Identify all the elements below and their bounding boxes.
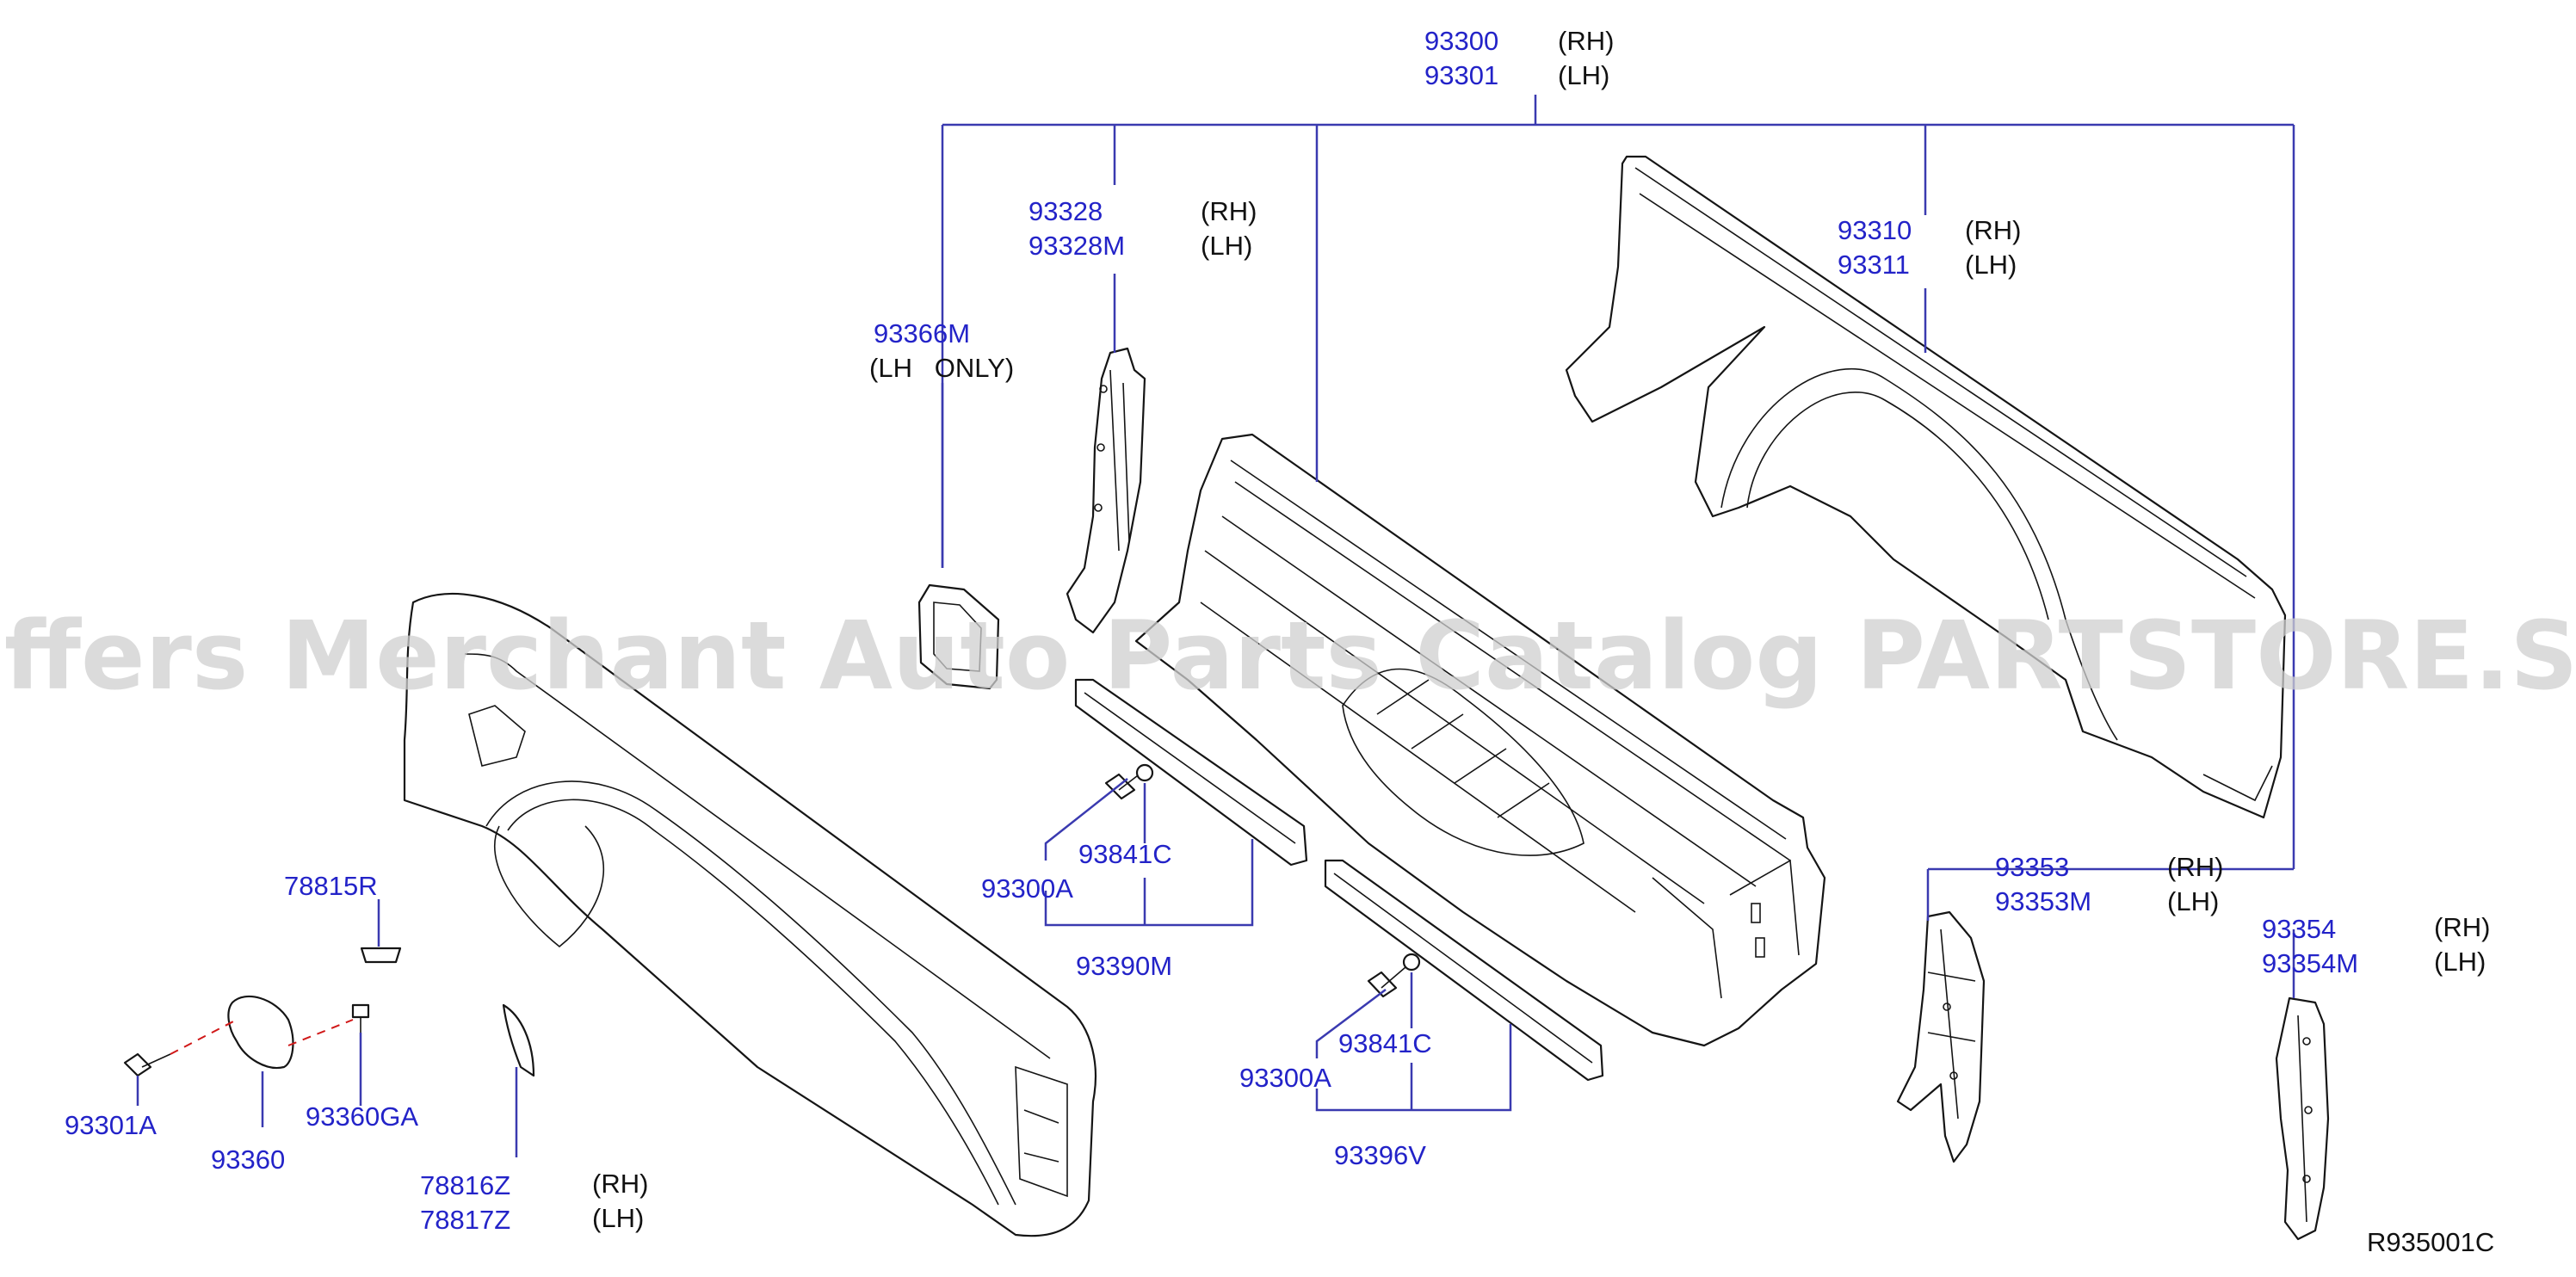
washer-93841c-upper	[1135, 763, 1154, 782]
part-number-93353: 93353	[1995, 852, 2069, 882]
bed-side-outer-panel	[1565, 155, 2287, 819]
part-number-93390m: 93390M	[1076, 951, 1172, 981]
rear-stay-93354	[2275, 996, 2330, 1241]
mud-guard-78816z	[502, 1003, 535, 1077]
part-number-93841c-upper: 93841C	[1078, 839, 1172, 869]
part-number-93353m: 93353M	[1995, 886, 2091, 916]
part-number-93366m: 93366M	[874, 318, 970, 349]
leader-lines	[136, 95, 2295, 1157]
part-number-93328m: 93328M	[1029, 231, 1125, 261]
side-label-93353: (RH)	[2167, 852, 2223, 882]
dash-line-93301a	[170, 1019, 238, 1055]
part-number-78817z: 78817Z	[420, 1205, 510, 1235]
side-label-93311: (LH)	[1965, 250, 2017, 280]
part-number-93396v: 93396V	[1334, 1140, 1426, 1170]
part-number-93328: 93328	[1029, 196, 1103, 226]
side-label-78816z: (RH)	[592, 1169, 648, 1199]
clip-78815r	[360, 947, 402, 964]
rear-bracket-93353	[1896, 910, 1986, 1163]
side-label-93354m: (LH)	[2434, 947, 2486, 977]
part-number-93354: 93354	[2262, 914, 2336, 944]
watermark-text: Offers Merchant Auto Parts Catalog PARTS…	[0, 601, 2576, 711]
access-lid-93360	[227, 995, 294, 1070]
part-number-93841c-lower: 93841C	[1338, 1028, 1432, 1058]
bolt-93301a	[123, 1052, 171, 1077]
side-label-93310: (RH)	[1965, 215, 2021, 245]
front-stay-bracket	[1066, 347, 1146, 634]
diagram-reference: R935001C	[2367, 1227, 2494, 1257]
part-number-93311: 93311	[1838, 250, 1910, 280]
part-number-93310: 93310	[1838, 215, 1912, 245]
part-number-93360: 93360	[211, 1144, 285, 1175]
part-number-93301: 93301	[1424, 60, 1498, 90]
part-number-93300: 93300	[1424, 26, 1498, 56]
side-label-93353m: (LH)	[2167, 886, 2219, 916]
part-number-93300a-lower: 93300A	[1239, 1063, 1331, 1093]
part-number-93300a-upper: 93300A	[981, 873, 1073, 904]
dash-line-93360ga	[287, 1019, 354, 1046]
washer-93841c-lower	[1402, 953, 1421, 972]
part-number-78815r: 78815R	[284, 871, 378, 901]
side-label-93300: (RH)	[1558, 26, 1614, 56]
part-number-78816z: 78816Z	[420, 1170, 510, 1200]
side-label-93328: (RH)	[1201, 196, 1257, 226]
rear-fender-panel	[403, 592, 1097, 1237]
part-number-93354m: 93354M	[2262, 948, 2358, 978]
part-number-93301a: 93301A	[65, 1110, 157, 1140]
note-93366m: (LH ONLY)	[869, 353, 1014, 383]
side-label-78817z: (LH)	[592, 1203, 644, 1233]
side-label-93301: (LH)	[1558, 60, 1609, 90]
bed-floor-assembly	[1134, 433, 1826, 1047]
seal-strip-left	[1074, 678, 1308, 867]
part-number-93360ga: 93360GA	[306, 1101, 418, 1132]
side-label-93354: (RH)	[2434, 912, 2490, 942]
bolt-93360ga	[351, 1003, 370, 1033]
plug-93366m	[917, 583, 1000, 690]
seal-strip-right	[1324, 859, 1604, 1082]
side-label-93328m: (LH)	[1201, 231, 1252, 261]
